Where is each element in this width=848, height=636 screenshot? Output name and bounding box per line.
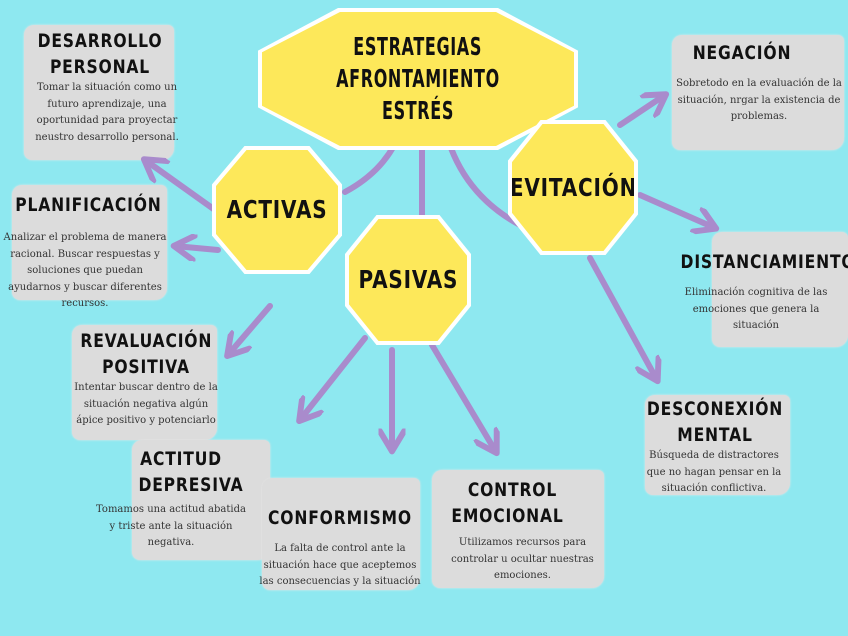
- card-bg-desarrollo: [24, 25, 174, 160]
- central-title-line2: AFRONTAMIENTO ESTRÉS: [336, 64, 500, 125]
- arrow-activas-planificacion: [175, 246, 221, 250]
- card-bg-conformismo: [262, 478, 420, 590]
- card-bg-planificacion: [12, 185, 167, 300]
- card-title: DESARROLLO: [37, 30, 163, 52]
- card-bg-actitud: [132, 440, 270, 560]
- card-text: Intentar buscar dentro de la situación n…: [74, 382, 218, 426]
- card-negacion: NEGACIÓN Sobretodo en la evaluación de l…: [668, 40, 846, 126]
- arrow-activas-desarrollo: [145, 160, 218, 213]
- card-title: CONTROL: [467, 479, 558, 501]
- card-title: NEGACIÓN: [692, 42, 792, 64]
- arrow-evitacion-distanciamiento: [637, 192, 715, 228]
- card-bg-distanciamiento: [712, 232, 848, 347]
- card-title: CONFORMISMO: [268, 507, 412, 529]
- card-bg-negacion: [672, 35, 844, 150]
- hub-pasivas-label: PASIVAS: [358, 265, 458, 294]
- arrow-evitacion-negacion: [617, 95, 665, 128]
- card-title: DEPRESIVA: [138, 474, 244, 496]
- card-title: POSITIVA: [102, 356, 190, 378]
- arrow-pasivas-actitud: [300, 335, 368, 420]
- central-title-line1: ESTRATEGIAS: [353, 32, 483, 61]
- card-planificacion: PLANIFICACIÓN Analizar el problema de ma…: [0, 192, 170, 313]
- hub-evitacion: EVITACIÓN: [508, 120, 638, 255]
- card-distanciamiento: DISTANCIAMIENTO Eliminación cognitiva de…: [664, 249, 848, 335]
- central-topic: ESTRATEGIAS AFRONTAMIENTO ESTRÉS: [258, 8, 578, 150]
- card-text: La falta de control ante la situación ha…: [259, 543, 421, 587]
- card-title: PERSONAL: [49, 56, 151, 78]
- card-title: PLANIFICACIÓN: [15, 194, 162, 216]
- card-desconexion: DESCONEXIÓN MENTAL Búsqueda de distracto…: [635, 396, 825, 498]
- arrow-evitacion-desconexion: [587, 255, 657, 380]
- card-title: DISTANCIAMIENTO: [680, 251, 848, 273]
- card-bg-desconexion: [645, 395, 790, 495]
- hub-evitacion-label: EVITACIÓN: [509, 172, 637, 202]
- card-text: Utilizamos recursos para controlar u ocu…: [451, 537, 594, 581]
- card-text: Tomamos una actitud abatida y triste ant…: [96, 504, 246, 548]
- arrow-pasivas-control: [429, 342, 496, 452]
- hub-pasivas: PASIVAS: [345, 215, 471, 345]
- card-text: Eliminación cognitiva de las emociones q…: [684, 287, 828, 331]
- card-title: REVALUACIÓN: [80, 330, 213, 352]
- card-text: Búsqueda de distractores que no hagan pe…: [646, 450, 782, 494]
- card-control: CONTROL EMOCIONAL Utilizamos recursos pa…: [430, 477, 615, 585]
- card-title: MENTAL: [677, 424, 753, 446]
- card-actitud: ACTITUD DEPRESIVA Tomamos una actitud ab…: [86, 446, 256, 552]
- card-text: Tomar la situación como un futuro aprend…: [35, 82, 179, 143]
- card-title: ACTITUD: [140, 448, 222, 470]
- hub-activas: ACTIVAS: [212, 146, 342, 274]
- arrow-activas-revaluacion: [228, 303, 273, 355]
- hub-activas-label: ACTIVAS: [226, 195, 328, 224]
- card-title: EMOCIONAL: [451, 505, 564, 527]
- card-revaluacion: REVALUACIÓN POSITIVA Intentar buscar den…: [66, 328, 226, 430]
- card-title: DESCONEXIÓN: [646, 398, 784, 420]
- card-conformismo: CONFORMISMO La falta de control ante la …: [250, 505, 430, 591]
- card-text: Sobretodo en la evaluación de la situaci…: [676, 78, 842, 122]
- card-text: Analizar el problema de manera racional.…: [3, 232, 167, 309]
- card-desarrollo: DESARROLLO PERSONAL Tomar la situación c…: [10, 28, 190, 146]
- card-bg-revaluacion: [72, 325, 217, 440]
- card-bg-control: [432, 470, 604, 588]
